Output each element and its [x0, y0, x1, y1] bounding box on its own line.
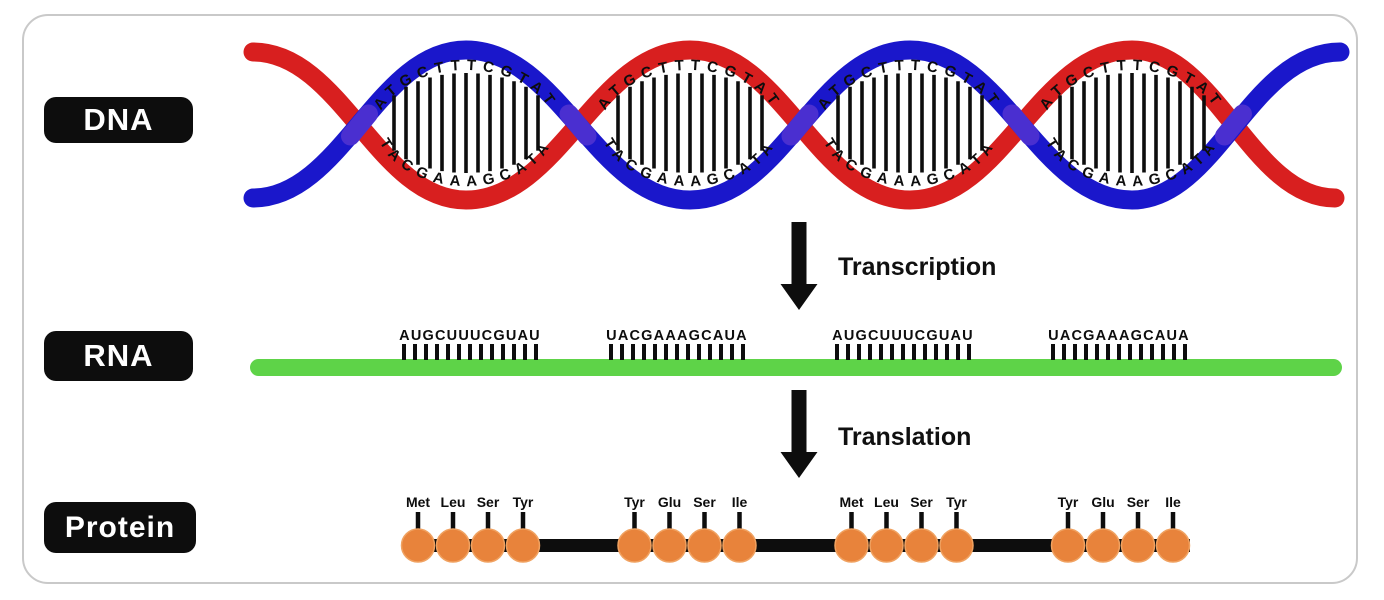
translation-label: Translation — [838, 423, 972, 451]
protein-residue — [939, 528, 974, 563]
protein-residue — [869, 528, 904, 563]
protein-residue-label: Tyr — [513, 494, 534, 510]
protein-residue-label: Met — [406, 494, 430, 510]
rna-sequence-label: AUGCUUUCGUAU — [399, 328, 541, 344]
rna-strand — [250, 359, 1342, 376]
protein-residue-label: Ile — [1165, 494, 1181, 510]
protein-residue — [1085, 528, 1121, 563]
protein-residue — [687, 528, 722, 563]
dna-strand-crossing-overlap — [559, 104, 597, 146]
protein-residue-label: Leu — [441, 494, 466, 510]
transcription-label: Transcription — [838, 253, 997, 281]
rna-sequence-label: UACGAAAGCAUA — [1048, 328, 1190, 344]
protein-backbone — [402, 539, 1190, 552]
dna-strand-crossing-overlap — [781, 104, 819, 146]
protein-residue — [400, 528, 436, 563]
transcription-arrow — [780, 222, 818, 310]
dna-strand-crossing-overlap — [341, 104, 378, 146]
protein-residue-label: Ser — [693, 494, 716, 510]
protein-residue — [722, 528, 757, 563]
protein-residue-label: Ser — [910, 494, 933, 510]
protein-label-badge: Protein — [44, 502, 196, 553]
protein-residue-label: Met — [839, 494, 863, 510]
dna-strand-crossing-overlap — [1215, 104, 1252, 146]
translation-arrow — [780, 390, 818, 478]
protein-residue-label: Glu — [1091, 494, 1114, 510]
protein-residue — [505, 528, 541, 563]
protein-residue — [617, 528, 652, 563]
protein-residue — [435, 528, 471, 563]
rna-label-badge: RNA — [44, 331, 193, 381]
rna-sequence-label: AUGCUUUCGUAU — [832, 328, 974, 344]
dna-label-badge: DNA — [44, 97, 193, 143]
protein-residue-label: Leu — [874, 494, 899, 510]
rna-sequence-label: UACGAAAGCAUA — [606, 328, 748, 344]
protein-residue-label: Tyr — [1058, 494, 1079, 510]
dna-strand-crossing-overlap — [1002, 104, 1040, 146]
protein-residue — [470, 528, 506, 563]
protein-residue-label: Ser — [477, 494, 500, 510]
protein-residue — [1155, 528, 1191, 563]
protein-residue-label: Ser — [1127, 494, 1150, 510]
protein-residue-label: Tyr — [946, 494, 967, 510]
protein-residue — [904, 528, 939, 563]
protein-residue — [1120, 528, 1156, 563]
protein-residue — [834, 528, 869, 563]
protein-residue-label: Tyr — [624, 494, 645, 510]
protein-residue — [652, 528, 687, 563]
protein-residue-label: Ile — [732, 494, 748, 510]
protein-residue — [1050, 528, 1086, 563]
protein-residue-label: Glu — [658, 494, 681, 510]
